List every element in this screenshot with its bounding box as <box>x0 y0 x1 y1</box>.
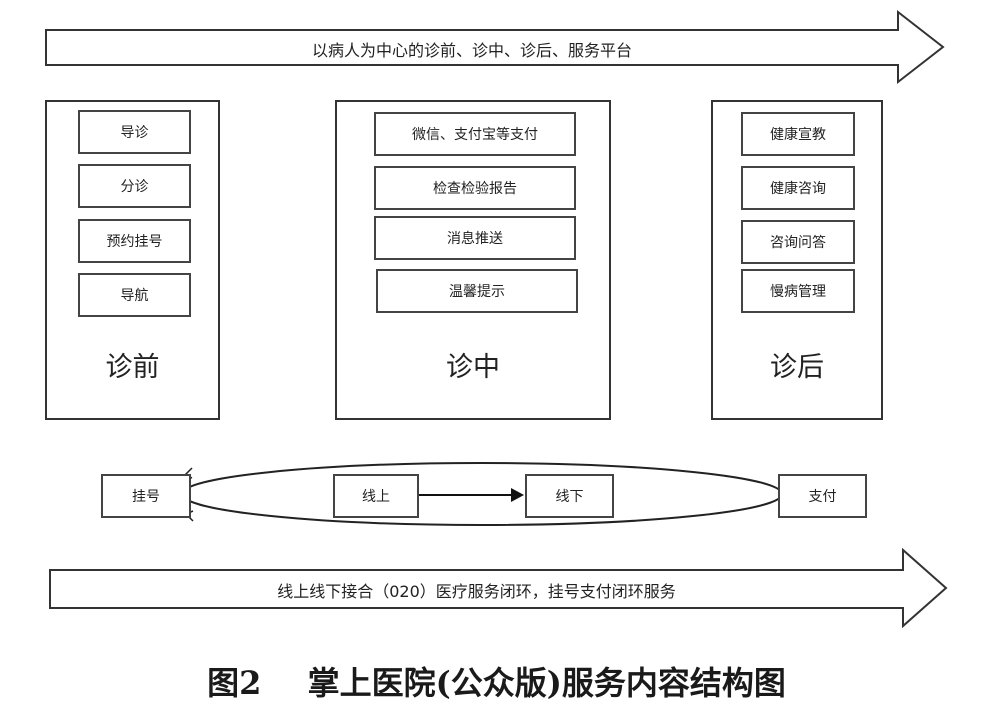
loop-ellipse <box>181 462 783 526</box>
panel-title-pre: 诊前 <box>105 352 160 383</box>
figure-title: 掌上医院(公众版)服务内容结构图 <box>307 664 786 702</box>
loop-payment-box: 支付 <box>778 474 867 518</box>
panel-item-navigation: 导航 <box>78 273 191 317</box>
panel-item-health-education: 健康宣教 <box>741 112 855 156</box>
figure-caption: 图2 掌上医院(公众版)服务内容结构图 <box>0 658 993 704</box>
figure-number: 图2 <box>207 664 262 702</box>
panel-title-in: 诊中 <box>446 352 500 383</box>
panel-post-diagnosis: 健康宣教 健康咨询 咨询问答 慢病管理 诊后 <box>711 100 883 420</box>
bottom-arrow-label: 线上线下接合（020）医疗服务闭环，挂号支付闭环服务 <box>277 582 676 601</box>
panel-item-chronic: 慢病管理 <box>741 269 855 313</box>
panel-item-qa: 咨询问答 <box>741 220 855 264</box>
online-to-offline-arrowhead <box>511 488 524 502</box>
panel-item-reports: 检查检验报告 <box>374 166 576 210</box>
panel-title-post: 诊后 <box>770 352 824 383</box>
panel-item-tips: 温馨提示 <box>376 269 578 313</box>
loop-registration-box: 挂号 <box>101 474 191 518</box>
panel-item-push: 消息推送 <box>374 216 576 260</box>
panel-item-guide: 导诊 <box>78 110 191 154</box>
loop-online-box: 线上 <box>333 474 419 518</box>
panel-in-diagnosis: 微信、支付宝等支付 检查检验报告 消息推送 温馨提示 诊中 <box>335 100 611 420</box>
top-arrow-label: 以病人为中心的诊前、诊中、诊后、服务平台 <box>311 41 632 60</box>
panel-pre-diagnosis: 导诊 分诊 预约挂号 导航 诊前 <box>45 100 220 420</box>
panel-item-appointment: 预约挂号 <box>78 219 191 263</box>
loop-offline-box: 线下 <box>525 474 614 518</box>
panel-item-health-consult: 健康咨询 <box>741 166 855 210</box>
panel-item-payment: 微信、支付宝等支付 <box>374 112 576 156</box>
panel-item-triage: 分诊 <box>78 164 191 208</box>
